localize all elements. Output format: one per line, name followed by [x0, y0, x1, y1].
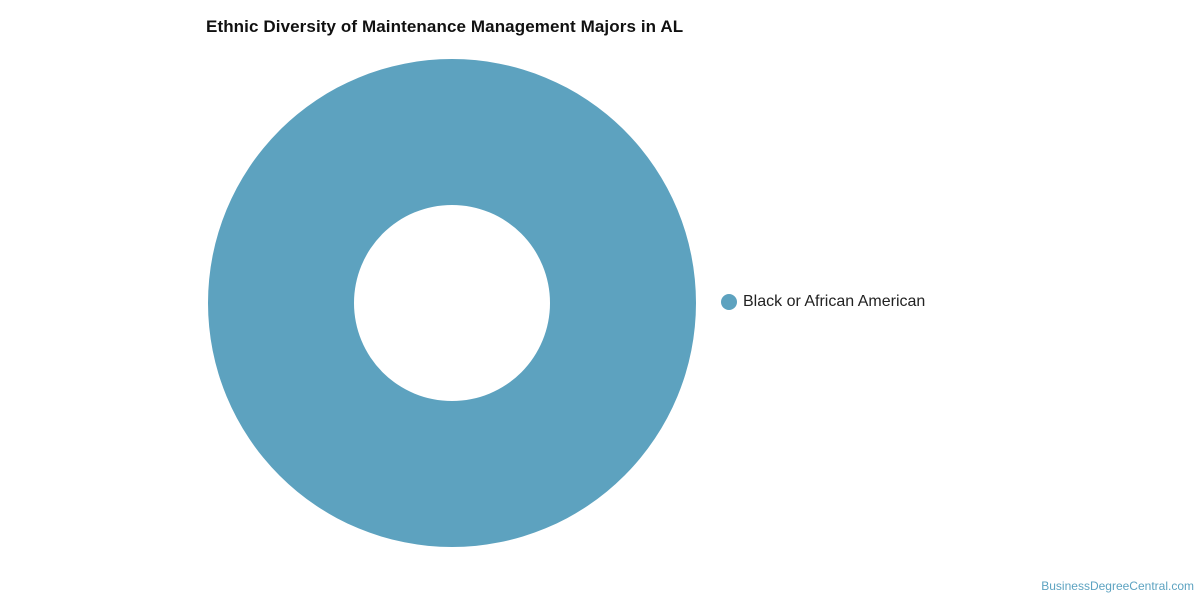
donut-slice-0[interactable]	[208, 59, 696, 547]
watermark: BusinessDegreeCentral.com	[1041, 579, 1194, 593]
legend-label: Black or African American	[743, 293, 926, 310]
legend: Black or African American	[721, 293, 925, 311]
chart-title: Ethnic Diversity of Maintenance Manageme…	[206, 17, 684, 36]
legend-swatch	[721, 294, 737, 310]
